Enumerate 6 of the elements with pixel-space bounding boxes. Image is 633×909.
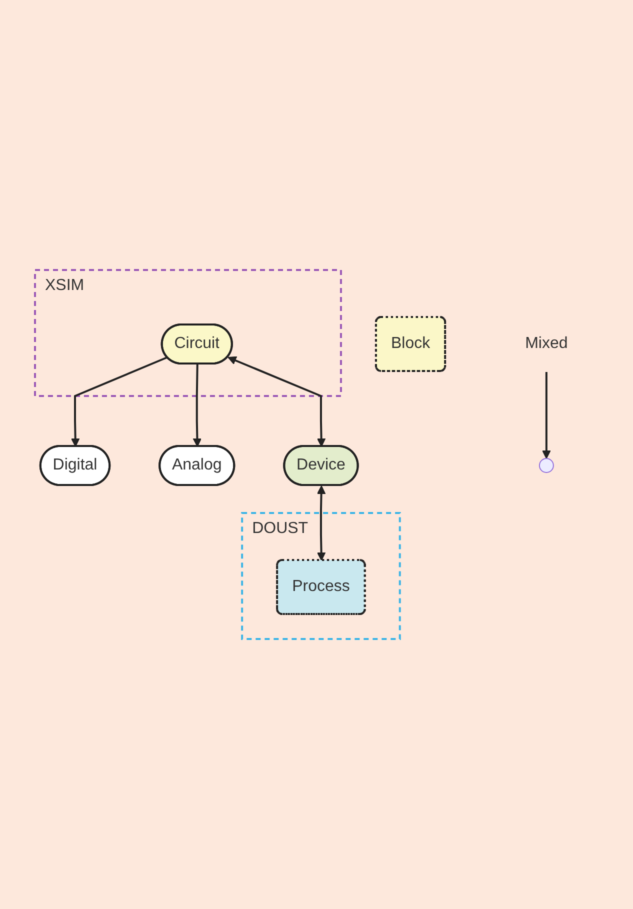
node-text: Mixed xyxy=(525,334,568,352)
arrow xyxy=(71,356,168,447)
arrow xyxy=(228,356,326,447)
arrow xyxy=(192,364,202,447)
arrow xyxy=(542,371,551,459)
arrow xyxy=(317,486,326,561)
